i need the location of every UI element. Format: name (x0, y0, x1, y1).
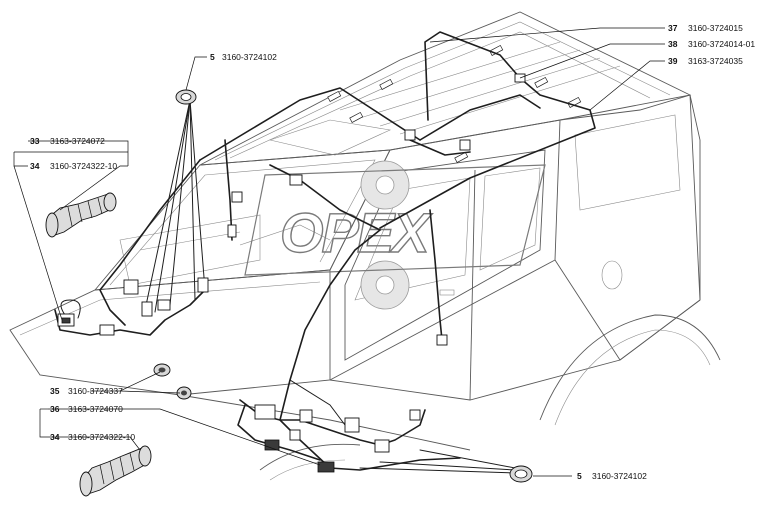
callout-part-number: 3160-3724102 (592, 471, 647, 481)
engine-bay-harness (54, 289, 206, 336)
callout-part-number: 3160-3724322-10 (68, 432, 135, 442)
connector-dash-1 (157, 299, 171, 311)
windshield-left-harness (99, 159, 201, 326)
callout-number: 33 (30, 136, 40, 146)
b-pillar-harness (429, 209, 443, 341)
connector-lower-4 (374, 439, 390, 453)
connector-post-1 (227, 224, 237, 238)
wiring-harnesses (54, 31, 596, 474)
connector-engine-2 (99, 324, 115, 336)
callout-number: 34 (30, 161, 40, 171)
callout-5-bottom: 5 3160-3724102 (577, 471, 647, 481)
connector-roof-5 (459, 139, 471, 151)
connector-roof-1 (231, 191, 243, 203)
callout-part-number: 3160-3724015 (688, 23, 743, 33)
connector-lower-5 (409, 409, 421, 421)
callout-part-number: 3163-3724072 (50, 136, 105, 146)
callout-part-number: 3160-3724337 (68, 386, 123, 396)
callout-part-number: 3160-3724014-01 (688, 39, 755, 49)
connectors (57, 73, 526, 473)
grommet-top-5 (175, 89, 197, 105)
boot-34-upper (45, 192, 117, 238)
callout-39: 39 3163-3724035 (668, 56, 743, 66)
connector-lower-8 (289, 429, 301, 441)
callout-number: 39 (668, 56, 678, 66)
callout-part-number: 3163-3724035 (688, 56, 743, 66)
connector-lower-3 (344, 417, 360, 433)
roof-harness-38 (409, 94, 541, 156)
watermark-frame (244, 164, 546, 276)
callout-part-number: 3163-3724070 (68, 404, 123, 414)
callout-33: 33 3163-3724072 (30, 136, 105, 146)
connector-fuse-1 (123, 279, 139, 295)
connector-lower-2 (299, 409, 313, 423)
connector-lower-1 (254, 404, 276, 420)
leader-lines (13, 27, 665, 477)
connector-dash-2 (197, 277, 209, 293)
boot-34-lower (79, 445, 152, 497)
callout-5-top: 5 3160-3724102 (210, 52, 277, 62)
callout-number: 37 (668, 23, 678, 33)
connector-roof-3 (404, 129, 416, 141)
connector-bpillar (436, 334, 448, 346)
callout-38: 38 3160-3724014-01 (668, 39, 755, 49)
grommet-35-upper (153, 363, 171, 377)
callout-34-upper: 34 3160-3724322-10 (30, 161, 117, 171)
callout-number: 38 (668, 39, 678, 49)
roof-harness-39 (199, 87, 421, 231)
callout-34-lower: 34 3160-3724322-10 (50, 432, 135, 442)
callout-number: 36 (50, 404, 60, 414)
callout-35: 35 3160-3724337 (50, 386, 123, 396)
connector-lower-7 (317, 461, 335, 473)
watermark-gear-top (360, 160, 410, 210)
callout-number: 5 (577, 471, 582, 481)
callout-number: 35 (50, 386, 60, 396)
connector-fuse-2 (141, 301, 153, 317)
connector-roof-2 (289, 174, 303, 186)
callout-number: 34 (50, 432, 60, 442)
grommet-bottom-5 (509, 465, 533, 483)
callout-37: 37 3160-3724015 (668, 23, 743, 33)
callout-part-number: 3160-3724322-10 (50, 161, 117, 171)
connector-lower-6 (264, 439, 280, 451)
callout-part-number: 3160-3724102 (222, 52, 277, 62)
callout-36: 36 3163-3724070 (50, 404, 123, 414)
callout-number: 5 (210, 52, 215, 62)
watermark-gear-bottom (360, 260, 410, 310)
